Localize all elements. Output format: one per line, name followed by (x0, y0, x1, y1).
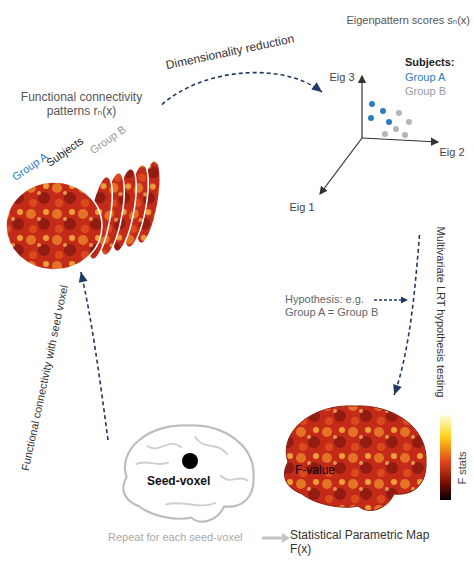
axis-line (362, 138, 438, 142)
leader-line (374, 299, 402, 300)
fmap-brain (284, 406, 426, 511)
subject-dot (386, 119, 392, 125)
repeat-arrow-head (282, 533, 290, 543)
sulcus (195, 437, 228, 455)
text-label: Subjects (44, 134, 86, 169)
sulcus (147, 444, 182, 448)
arrow-head (79, 272, 88, 283)
text-label: Group A (10, 150, 51, 184)
seed-brain (123, 425, 253, 521)
brain-volume (6, 182, 102, 270)
text-label: Subjects: (405, 56, 455, 69)
text-label: Eig 1 (289, 201, 314, 214)
subject-dot (380, 108, 386, 114)
score-panel: Eigenpattern scores sₙ(x) (322, 8, 472, 235)
brain-outline (123, 425, 253, 521)
subject-dot (396, 110, 402, 116)
connector-line (81, 272, 108, 440)
connector (79, 272, 108, 440)
pattern-panel: Functional connectivity patterns rₙ(x) (3, 90, 162, 272)
node-label: Eigenpattern scores sₙ(x) (322, 14, 470, 27)
node-label: F-value (295, 463, 335, 477)
repeat-arrow (262, 537, 283, 540)
connector-line (394, 235, 419, 395)
edge-label: Dimensionality reduction (165, 31, 296, 72)
text-label: Hypothesis: e.g. Group A = Group B (285, 293, 393, 319)
seed-brain-box: Seed-voxel (108, 418, 260, 528)
text-label: Group A (405, 71, 445, 84)
connector-line (162, 73, 322, 105)
subject-dot (369, 101, 375, 107)
sulcus (220, 475, 248, 481)
text-label: Eig 3 (329, 71, 354, 84)
connector (393, 235, 419, 395)
subject-dot (393, 126, 399, 132)
subject-dot (402, 132, 408, 138)
arrow-head (311, 82, 322, 92)
text-label: Eig 2 (439, 146, 464, 159)
sulcus (165, 503, 216, 506)
node-label: Seed-voxel (146, 474, 211, 488)
brain-slices (6, 159, 165, 270)
node-caption: Statistical Parametric Map F(x) (290, 528, 430, 557)
subject-dot (382, 131, 388, 137)
fmap-box: F-valueStatistical Parametric Map F(x) (265, 395, 470, 559)
text-label: Repeat for each seed-voxel (108, 531, 243, 544)
text-label: Group B (87, 123, 128, 157)
edge-label: Multivariate LRT hypothesis testing (433, 227, 446, 398)
axis-line (320, 138, 362, 194)
text-label: F stats (456, 451, 469, 484)
text-label: Group B (405, 85, 446, 98)
edge-label: Functional connectivity with seed voxel (19, 284, 71, 472)
colorbar (440, 415, 451, 500)
subject-dot (406, 119, 412, 125)
node-label: Functional connectivity patterns rₙ(x) (3, 90, 160, 119)
connector (162, 73, 322, 105)
arrow-head (393, 384, 401, 395)
seed-dot (182, 453, 198, 469)
leader-head (401, 297, 408, 304)
axis-line (361, 76, 362, 138)
subject-dot (368, 115, 374, 121)
sulcus (136, 462, 169, 464)
